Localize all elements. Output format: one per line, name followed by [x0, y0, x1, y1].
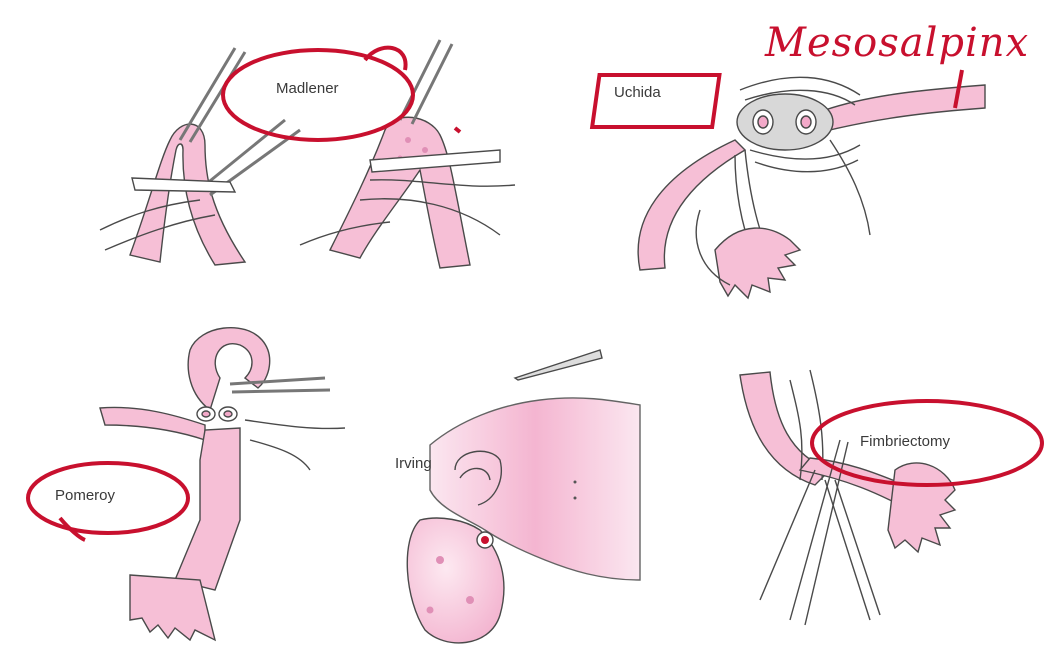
label-uchida: Uchida: [614, 84, 661, 101]
irving-panel: [407, 350, 640, 643]
uchida-box: [592, 75, 719, 127]
label-pomeroy: Pomeroy: [55, 487, 115, 504]
pomeroy-panel: [100, 328, 345, 640]
label-madlener: Madlener: [276, 80, 339, 97]
uchida-panel: [638, 77, 985, 298]
madlener-panel: [100, 40, 515, 268]
label-irving: Irving: [395, 455, 432, 472]
label-fimbriectomy: Fimbriectomy: [860, 433, 950, 450]
handwritten-mesosalpinx: Mesosalpinx: [765, 20, 1029, 66]
fimbriectomy-panel: [740, 370, 955, 625]
